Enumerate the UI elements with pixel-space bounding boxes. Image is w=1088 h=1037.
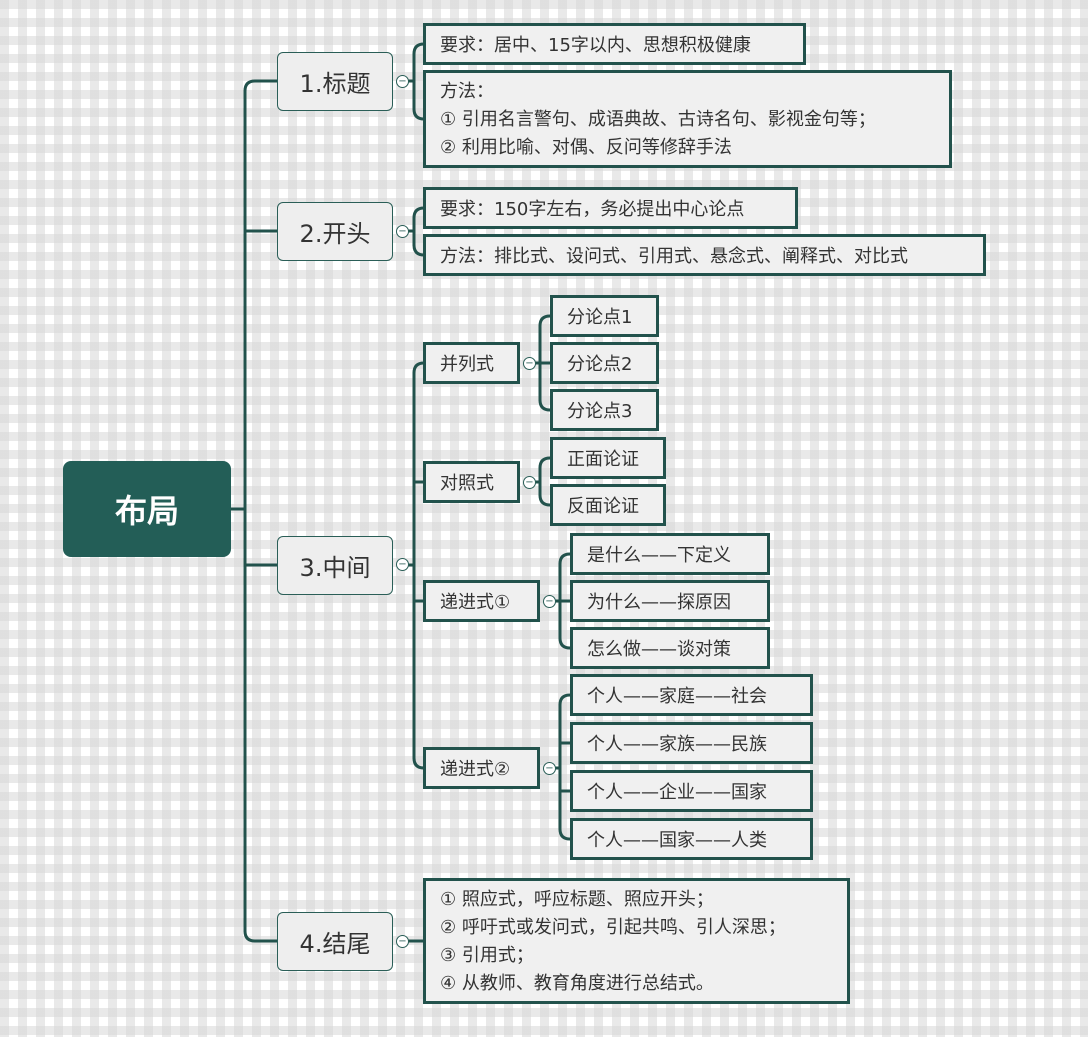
progression-step-node[interactable]: 为什么——探原因 xyxy=(570,580,770,622)
structure-parallel-node[interactable]: 并列式 xyxy=(423,342,520,384)
connector-line xyxy=(558,636,572,650)
connector-line xyxy=(558,552,572,566)
branch-title[interactable]: 1.标题 xyxy=(277,52,393,111)
branch-opening[interactable]: 2.开头 xyxy=(277,202,393,261)
collapse-toggle-icon[interactable]: − xyxy=(523,357,536,370)
collapse-toggle-icon[interactable]: − xyxy=(396,75,409,88)
progression-step-node[interactable]: 是什么——下定义 xyxy=(570,533,770,575)
progression-chain-node[interactable]: 个人——家族——民族 xyxy=(570,722,813,764)
connector-line xyxy=(243,929,279,943)
progression-step-node[interactable]: 怎么做——谈对策 xyxy=(570,627,770,669)
argument-side-node[interactable]: 反面论证 xyxy=(550,484,666,526)
connector-line xyxy=(538,456,552,470)
title-requirement-node[interactable]: 要求：居中、15字以内、思想积极健康 xyxy=(423,23,806,65)
title-method-line: ① 引用名言警句、成语典故、古诗名句、影视金句等； xyxy=(440,109,876,130)
connector-line xyxy=(538,314,552,328)
ending-method-line: ① 照应式，呼应标题、照应开头； xyxy=(440,889,714,910)
branch-ending[interactable]: 4.结尾 xyxy=(277,912,393,971)
structure-progressive-1-node[interactable]: 递进式① xyxy=(423,580,540,622)
ending-method-line: ② 呼吁式或发问式，引起共鸣、引人深思； xyxy=(440,917,786,938)
ending-method-line: ③ 引用式； xyxy=(440,945,534,966)
progression-chain-node[interactable]: 个人——家庭——社会 xyxy=(570,674,813,716)
collapse-toggle-icon[interactable]: − xyxy=(396,558,409,571)
connector-line xyxy=(538,493,552,507)
sub-argument-node[interactable]: 分论点2 xyxy=(550,342,659,384)
sub-argument-node[interactable]: 分论点1 xyxy=(550,295,659,337)
connector-line xyxy=(558,693,572,707)
collapse-toggle-icon[interactable]: − xyxy=(396,225,409,238)
collapse-toggle-icon[interactable]: − xyxy=(543,762,556,775)
collapse-toggle-icon[interactable]: − xyxy=(396,935,409,948)
collapse-toggle-icon[interactable]: − xyxy=(543,595,556,608)
progression-chain-node[interactable]: 个人——企业——国家 xyxy=(570,770,813,812)
structure-progressive-2-node[interactable]: 递进式② xyxy=(423,747,540,789)
collapse-toggle-icon[interactable]: − xyxy=(523,476,536,489)
opening-method-node[interactable]: 方法：排比式、设问式、引用式、悬念式、阐释式、对比式 xyxy=(423,234,986,276)
connector-line xyxy=(558,827,572,841)
connector-line xyxy=(538,398,552,412)
structure-contrast-node[interactable]: 对照式 xyxy=(423,461,520,503)
opening-requirement-node[interactable]: 要求：150字左右，务必提出中心论点 xyxy=(423,187,798,229)
root-node-layout[interactable]: 布局 xyxy=(63,461,231,557)
ending-methods-node[interactable]: ① 照应式，呼应标题、照应开头； ② 呼吁式或发问式，引起共鸣、引人深思； ③ … xyxy=(423,878,850,1004)
branch-middle[interactable]: 3.中间 xyxy=(277,536,393,595)
progression-chain-node[interactable]: 个人——国家——人类 xyxy=(570,818,813,860)
title-method-node[interactable]: 方法： ① 引用名言警句、成语典故、古诗名句、影视金句等； ② 利用比喻、对偶、… xyxy=(423,70,952,168)
ending-method-line: ④ 从教师、教育角度进行总结式。 xyxy=(440,973,714,994)
title-method-line: 方法： xyxy=(440,81,494,102)
connector-line xyxy=(243,79,279,93)
title-method-line: ② 利用比喻、对偶、反问等修辞手法 xyxy=(440,137,732,158)
sub-argument-node[interactable]: 分论点3 xyxy=(550,389,659,431)
argument-side-node[interactable]: 正面论证 xyxy=(550,437,666,479)
